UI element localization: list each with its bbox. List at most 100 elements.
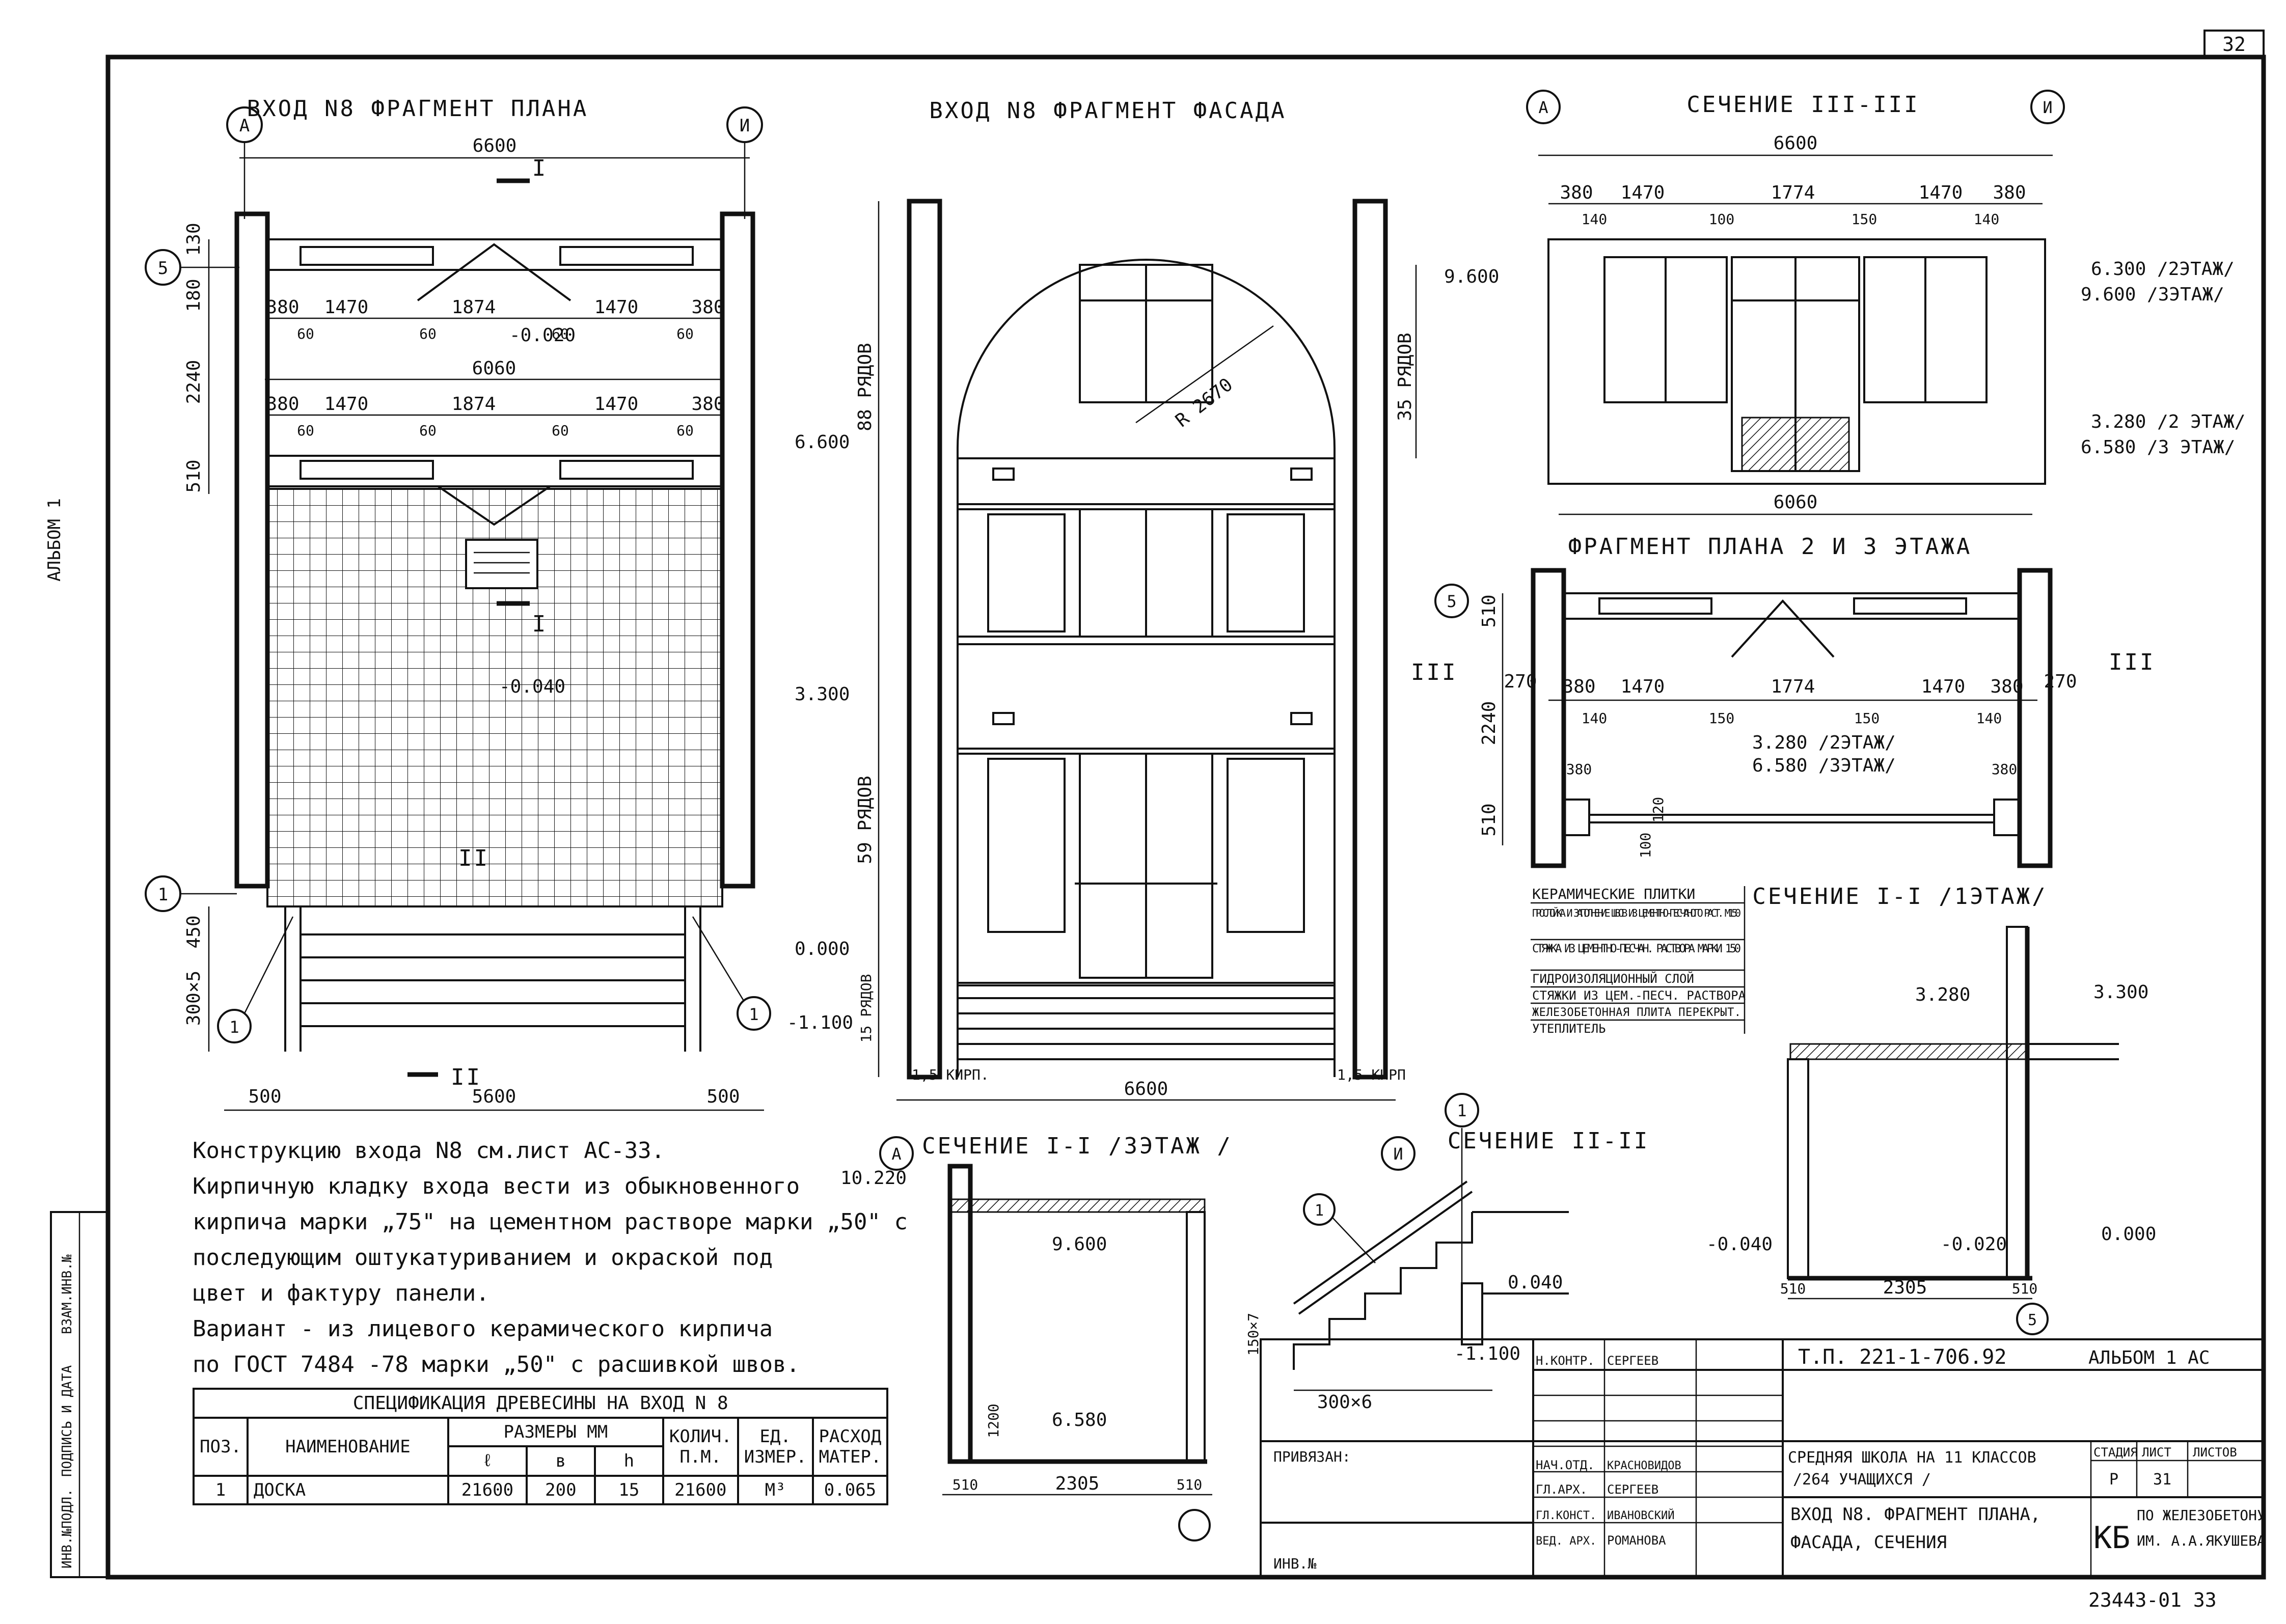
svg-text:/264 УЧАЩИХСЯ /: /264 УЧАЩИХСЯ /	[1793, 1471, 1931, 1489]
sheet-frame	[105, 54, 2266, 1580]
svg-text:1470: 1470	[594, 297, 639, 318]
svg-text:10.220: 10.220	[840, 1168, 907, 1189]
svg-text:300×5: 300×5	[183, 971, 204, 1026]
floor-layers-legend: КЕРАМИЧЕСКИЕ ПЛИТКИ ПРОСЛОЙКА И ЗАПОЛНЕН…	[1531, 886, 1746, 1036]
svg-text:1: 1	[229, 1017, 239, 1037]
svg-text:СТЯЖКА ИЗ ЦЕМЕНТНО-ПЕСЧАН. РАС: СТЯЖКА ИЗ ЦЕМЕНТНО-ПЕСЧАН. РАСТВОРА МАРК…	[1532, 943, 1741, 955]
spec-header-h: h	[593, 1445, 664, 1477]
svg-text:60: 60	[297, 325, 314, 342]
section-3-view: СЕЧЕНИЕ III-III А И 6600 380 1470 1774 1…	[1526, 90, 2245, 515]
svg-text:59 РЯДОВ: 59 РЯДОВ	[855, 776, 876, 864]
svg-text:А: А	[1538, 98, 1548, 117]
svg-text:380: 380	[691, 297, 724, 318]
svg-text:380: 380	[1992, 761, 2018, 778]
svg-text:6.580 /3 ЭТАЖ/: 6.580 /3 ЭТАЖ/	[2081, 437, 2235, 458]
svg-text:9.600: 9.600	[1052, 1234, 1107, 1255]
svg-text:1470: 1470	[1621, 182, 1665, 203]
svg-text:150×7: 150×7	[1245, 1313, 1262, 1356]
svg-text:1,5 КИРП: 1,5 КИРП	[1337, 1066, 1406, 1083]
side-stamp: ИНВ.№ПОДЛ. ПОДПИСЬ И ДАТА ВЗАМ.ИНВ.№	[50, 1211, 109, 1578]
svg-text:ЖЕЛЕЗОБЕТОННАЯ ПЛИТА ПЕРЕКРЫТ.: ЖЕЛЕЗОБЕТОННАЯ ПЛИТА ПЕРЕКРЫТ.	[1532, 1006, 1741, 1019]
table-row: 1 ДОСКА 21600 200 15 21600 М³ 0.065	[193, 1475, 889, 1505]
spec-header-b: в	[525, 1445, 596, 1477]
section-2-view: СЕЧЕНИЕ II-II 1 1 0.040 -1.100 150×7 300…	[1245, 1093, 1647, 1413]
archive-number: 23443-01 33	[2088, 1589, 2217, 1611]
spec-title: СПЕЦИФИКАЦИЯ ДРЕВЕСИНЫ НА ВХОД N 8	[192, 1388, 889, 1419]
svg-text:380: 380	[266, 297, 299, 318]
svg-text:6060: 6060	[472, 358, 516, 379]
svg-text:ИВАНОВСКИЙ: ИВАНОВСКИЙ	[1607, 1509, 1674, 1522]
svg-text:I: I	[532, 611, 548, 637]
svg-text:А: А	[239, 116, 250, 136]
note-line: кирпича марки „75" на цементном растворе…	[193, 1209, 908, 1235]
svg-text:ИМ. А.А.ЯКУШЕВА: ИМ. А.А.ЯКУШЕВА	[2137, 1532, 2266, 1549]
facade-title: ВХОД N8 ФРАГМЕНТ ФАСАДА	[929, 98, 1286, 124]
svg-text:ВЕД. АРХ.: ВЕД. АРХ.	[1536, 1535, 1596, 1548]
svg-text:СРЕДНЯЯ ШКОЛА НА 11 КЛАССОВ: СРЕДНЯЯ ШКОЛА НА 11 КЛАССОВ	[1788, 1449, 2036, 1467]
svg-text:СЕРГЕЕВ: СЕРГЕЕВ	[1607, 1482, 1658, 1497]
svg-text:1,5 КИРП.: 1,5 КИРП.	[912, 1066, 989, 1083]
svg-text:60: 60	[552, 325, 569, 342]
svg-text:140: 140	[1974, 211, 2000, 228]
svg-text:1470: 1470	[324, 297, 369, 318]
svg-text:А: А	[891, 1144, 901, 1164]
svg-text:Т.П. 221-1-706.92: Т.П. 221-1-706.92	[1798, 1345, 2006, 1369]
section-1-3-floor-view: СЕЧЕНИЕ I-I /3ЭТАЖ / 10.220 9.600 1200 6…	[840, 1133, 1231, 1542]
spec-header-pos: ПОЗ.	[193, 1417, 249, 1477]
svg-text:6600: 6600	[1124, 1079, 1168, 1099]
spec-header-unit: ЕД. ИЗМЕР.	[737, 1417, 814, 1477]
svg-text:ИНВ.№: ИНВ.№	[1273, 1555, 1316, 1572]
svg-text:ПО ЖЕЛЕЗОБЕТОНУ: ПО ЖЕЛЕЗОБЕТОНУ	[2137, 1507, 2266, 1524]
svg-text:ПРИВЯЗАН:: ПРИВЯЗАН:	[1273, 1448, 1351, 1465]
svg-text:140: 140	[1582, 211, 1608, 228]
svg-text:450: 450	[183, 915, 204, 948]
svg-text:КРАСНОВИДОВ: КРАСНОВИДОВ	[1607, 1460, 1681, 1472]
svg-text:380: 380	[266, 394, 299, 415]
note-line: цвет и фактуру панели.	[193, 1280, 489, 1306]
svg-text:6600: 6600	[473, 135, 517, 156]
svg-text:Н.КОНТР.: Н.КОНТР.	[1536, 1354, 1595, 1368]
svg-text:И: И	[2043, 98, 2052, 117]
svg-text:88 РЯДОВ: 88 РЯДОВ	[855, 343, 876, 431]
spec-header-l: ℓ	[447, 1445, 528, 1477]
svg-text:1470: 1470	[594, 394, 639, 415]
svg-text:СТАДИЯ: СТАДИЯ	[2093, 1445, 2138, 1460]
plan-view: ВХОД N8 ФРАГМЕНТ ПЛАНА А И 6600 I 5 380 …	[145, 96, 771, 1111]
svg-text:1: 1	[1457, 1101, 1466, 1120]
svg-text:60: 60	[676, 325, 694, 342]
svg-text:-0.040: -0.040	[499, 676, 565, 697]
svg-text:380: 380	[1566, 761, 1592, 778]
note-line: последующим оштукатуриванием и окраской …	[193, 1245, 773, 1271]
svg-text:1: 1	[158, 885, 168, 905]
svg-text:-0.020: -0.020	[509, 325, 576, 346]
svg-text:II: II	[458, 845, 489, 871]
svg-text:КЕРАМИЧЕСКИЕ ПЛИТКИ: КЕРАМИЧЕСКИЕ ПЛИТКИ	[1532, 886, 1695, 902]
svg-text:100: 100	[1709, 211, 1735, 228]
svg-text:1774: 1774	[1771, 182, 1815, 203]
svg-text:380: 380	[1562, 676, 1595, 697]
svg-text:100: 100	[1637, 833, 1654, 859]
svg-text:III: III	[2109, 649, 2155, 675]
svg-text:500: 500	[706, 1086, 740, 1107]
svg-text:1200: 1200	[985, 1403, 1002, 1438]
svg-text:300×6: 300×6	[1317, 1392, 1372, 1413]
svg-text:140: 140	[1976, 710, 2002, 727]
svg-text:И: И	[1393, 1144, 1403, 1164]
svg-text:510: 510	[1479, 803, 1500, 836]
svg-text:2240: 2240	[183, 360, 204, 404]
note-line: Конструкцию входа N8 см.лист АС-33.	[193, 1138, 665, 1164]
svg-text:5: 5	[2028, 1311, 2037, 1329]
svg-text:130: 130	[183, 223, 204, 256]
construction-notes: Конструкцию входа N8 см.лист АС-33. Кирп…	[193, 1133, 908, 1383]
note-line: Кирпичную кладку входа вести из обыкнове…	[193, 1173, 800, 1199]
svg-text:-1.100: -1.100	[1454, 1343, 1520, 1364]
svg-text:1470: 1470	[1921, 676, 1966, 697]
svg-text:I: I	[532, 155, 548, 181]
svg-text:380: 380	[1560, 182, 1593, 203]
svg-text:380: 380	[691, 394, 724, 415]
svg-text:6.580 /3ЭТАЖ/: 6.580 /3ЭТАЖ/	[1752, 755, 1896, 776]
svg-text:3.280: 3.280	[1915, 984, 1970, 1005]
svg-text:15 РЯДОВ: 15 РЯДОВ	[858, 974, 875, 1043]
spec-cell: 200	[525, 1475, 596, 1505]
